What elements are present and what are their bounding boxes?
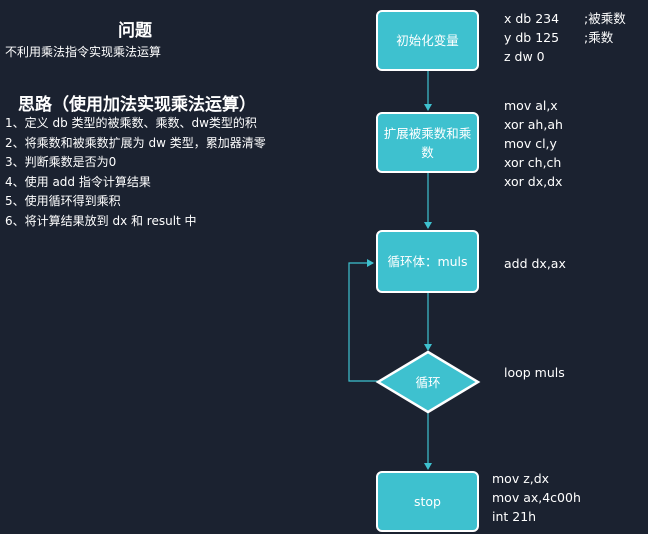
node-stop-label: stop: [414, 494, 441, 509]
step-item: 4、使用 add 指令计算结果: [5, 174, 151, 189]
node-loop-body: 循环体：muls: [376, 230, 479, 293]
step-item: 5、使用循环得到乘积: [5, 194, 121, 208]
node-stop: stop: [376, 471, 479, 532]
decision-diamond: [375, 350, 481, 414]
code-init-comments: ;被乘数;乘数: [584, 11, 626, 45]
code-loop-body: add dx,ax: [504, 256, 566, 271]
step-item: 3、判断乘数是否为0: [5, 155, 117, 169]
node-extend: 扩展被乘数和乘数: [376, 112, 479, 173]
approach-title: 思路（使用加法实现乘法运算）: [18, 95, 256, 115]
step-item: 1、定义 db 类型的被乘数、乘数、dw类型的积: [5, 116, 257, 130]
node-decision-label: 循环: [415, 375, 441, 390]
step-item: 6、将计算结果放到 dx 和 result 中: [5, 213, 197, 228]
approach-steps: 1、定义 db 类型的被乘数、乘数、dw类型的积 2、将乘数和被乘数扩展为 dw…: [5, 114, 266, 231]
node-extend-label: 扩展被乘数和乘数: [383, 125, 472, 160]
node-loop-body-label: 循环体：muls: [387, 254, 468, 269]
node-init: 初始化变量: [376, 10, 479, 71]
step-item: 2、将乘数和被乘数扩展为 dw 类型，累加器清零: [5, 135, 266, 150]
problem-title: 问题: [118, 21, 152, 41]
problem-description: 不利用乘法指令实现乘法运算: [5, 45, 162, 59]
code-loop: loop muls: [504, 365, 565, 380]
connector-loop-back: [348, 259, 378, 382]
node-init-label: 初始化变量: [396, 33, 459, 48]
